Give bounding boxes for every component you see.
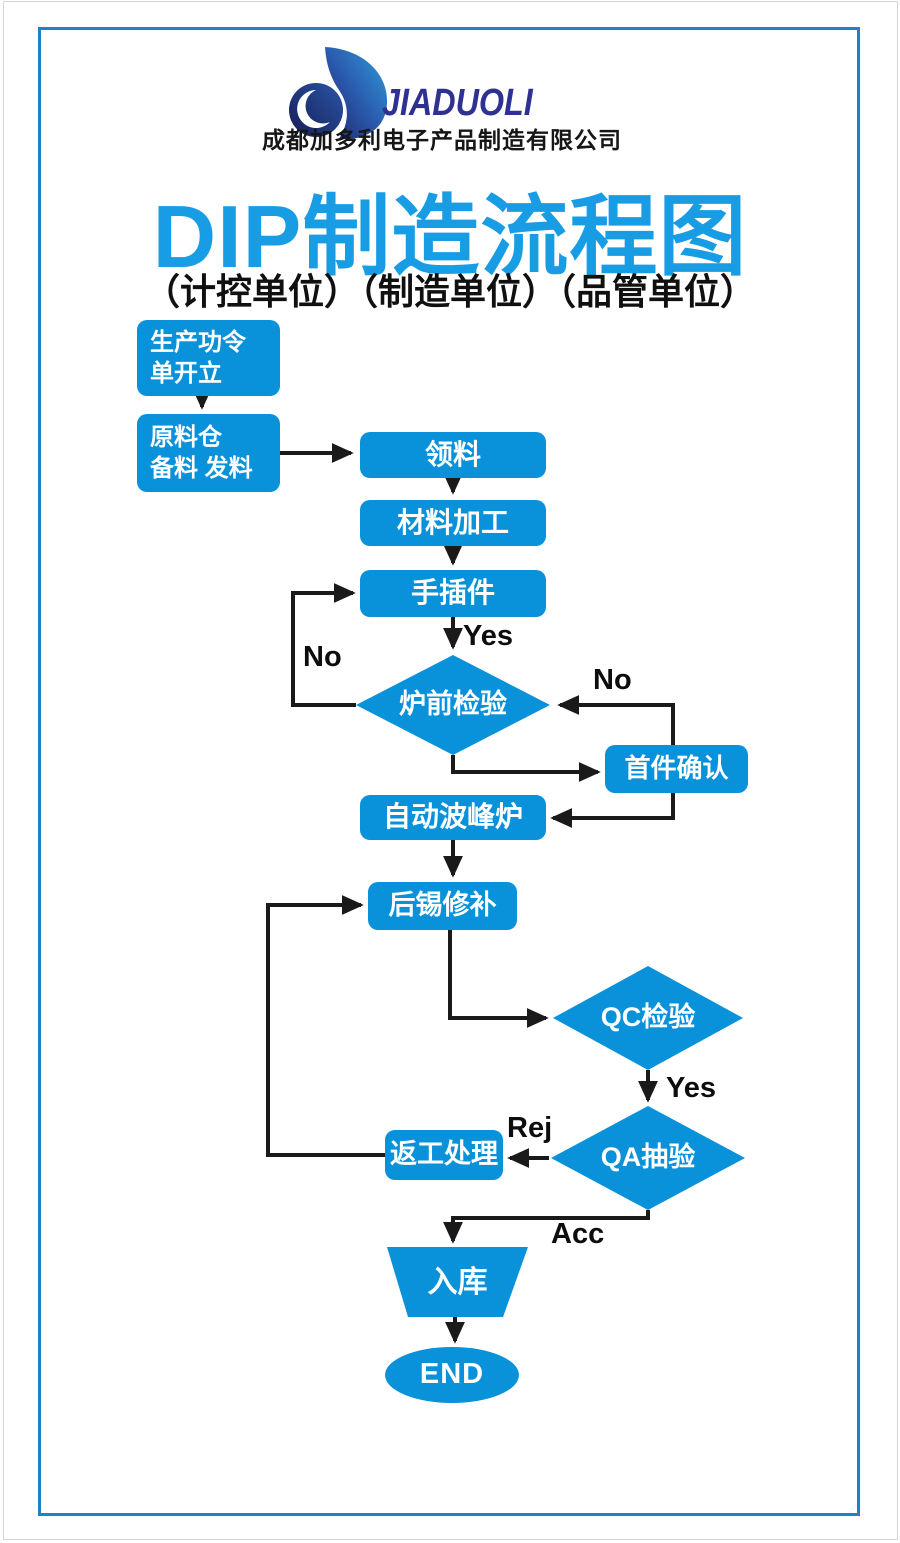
node-label: 后锡修补 — [388, 890, 497, 921]
edge-label-no-first-confirm: No — [593, 664, 632, 696]
node-raw-material-prepare: 原料仓备料 发料 — [137, 414, 280, 492]
node-label: 入库 — [427, 1265, 488, 1299]
node-first-article-confirm: 首件确认 — [605, 745, 748, 793]
node-production-order: 生产功令单开立 — [137, 320, 280, 396]
company-name: 成都加多利电子产品制造有限公司 — [262, 127, 622, 153]
node-label: 自动波峰炉 — [382, 801, 523, 833]
edge-label-yes-insert: Yes — [463, 620, 513, 652]
node-label: 原料仓备料 发料 — [150, 423, 253, 482]
node-wave-solder: 自动波峰炉 — [360, 795, 546, 840]
brand-wordmark: JIADUOLI — [382, 82, 533, 124]
jiaduoli-logo-icon — [289, 47, 388, 139]
node-label: END — [419, 1358, 485, 1391]
edge-label-acc: Acc — [551, 1218, 605, 1250]
node-solder-touchup: 后锡修补 — [368, 882, 517, 930]
node-label: 材料加工 — [396, 506, 509, 538]
page-title: DIP制造流程图 — [152, 187, 748, 286]
edge-label-yes-qc: Yes — [666, 1072, 716, 1104]
node-label: QC检验 — [600, 1002, 696, 1033]
edge-label-rej: Rej — [507, 1112, 553, 1144]
node-label: 炉前检验 — [399, 689, 507, 720]
node-rework: 返工处理 — [385, 1130, 503, 1180]
node-warehouse-in: 入库 — [387, 1247, 528, 1317]
node-label: 首件确认 — [624, 753, 729, 784]
node-label: QA抽验 — [600, 1142, 696, 1173]
page-subtitle: （计控单位）（制造单位）（品管单位） — [143, 271, 756, 312]
node-label: 手插件 — [410, 577, 495, 609]
node-material-processing: 材料加工 — [360, 500, 546, 546]
node-hand-insertion: 手插件 — [360, 570, 546, 617]
node-label: 生产功令单开立 — [150, 328, 246, 387]
node-end: END — [385, 1347, 519, 1403]
node-label: 返工处理 — [390, 1139, 498, 1170]
node-material-pick: 领料 — [360, 432, 546, 478]
poster-blue-frame — [38, 27, 860, 1516]
edge-label-no-insert: No — [303, 641, 342, 673]
node-label: 领料 — [424, 438, 481, 470]
